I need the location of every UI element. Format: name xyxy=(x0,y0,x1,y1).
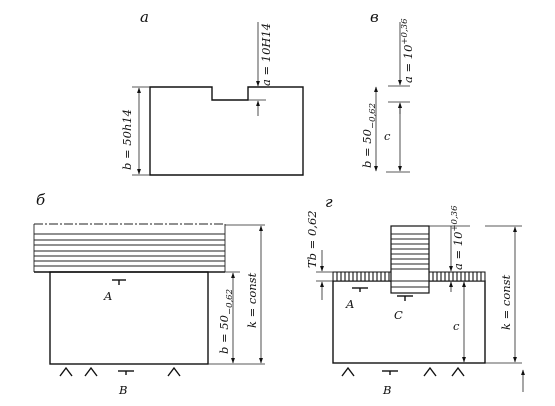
part-with-slot xyxy=(149,86,304,176)
panel-a-letter: а xyxy=(140,8,149,26)
dim-b-label: b = 50−0,62 xyxy=(360,103,378,168)
panel-v-letter: в xyxy=(370,8,379,26)
base-a-label: A xyxy=(345,297,354,311)
supports xyxy=(59,366,181,377)
supports xyxy=(341,366,465,377)
dim-a-label: a = 10+0,36 xyxy=(400,18,415,83)
dim-b-label: b = 50−0,62 xyxy=(217,289,235,354)
dim-a-label: a = 10H14 xyxy=(259,23,273,86)
workpiece xyxy=(49,271,209,365)
dim-c-label: c xyxy=(384,129,391,143)
dim-c-label: c xyxy=(453,319,460,333)
dim-a-label: a = 10+0,36 xyxy=(450,205,465,270)
panel-g-letter: г xyxy=(325,193,333,211)
sheet-stack xyxy=(33,223,226,273)
dim-b-label: b = 50h14 xyxy=(120,109,134,170)
base-c-label: C xyxy=(394,308,403,322)
panel-b: б b = 50−0,62 k = const xyxy=(33,191,265,397)
base-b-label: B xyxy=(118,383,127,397)
panel-b-letter: б xyxy=(36,191,46,209)
panel-a: а b = 50h14 a = 10H14 xyxy=(120,8,304,176)
dim-k-label: k = const xyxy=(499,274,513,330)
sheet-insert xyxy=(390,225,430,294)
base-b-label: B xyxy=(382,383,391,397)
panel-g: г Tb = 0,62 a = 10+0,36 xyxy=(305,193,525,397)
dim-k-label: k = const xyxy=(245,272,259,328)
panel-v: в a = 10+0,36 b = 50−0,62 c xyxy=(360,8,415,173)
base-a-label: A xyxy=(103,289,112,303)
dim-tb-label: Tb = 0,62 xyxy=(305,210,319,268)
